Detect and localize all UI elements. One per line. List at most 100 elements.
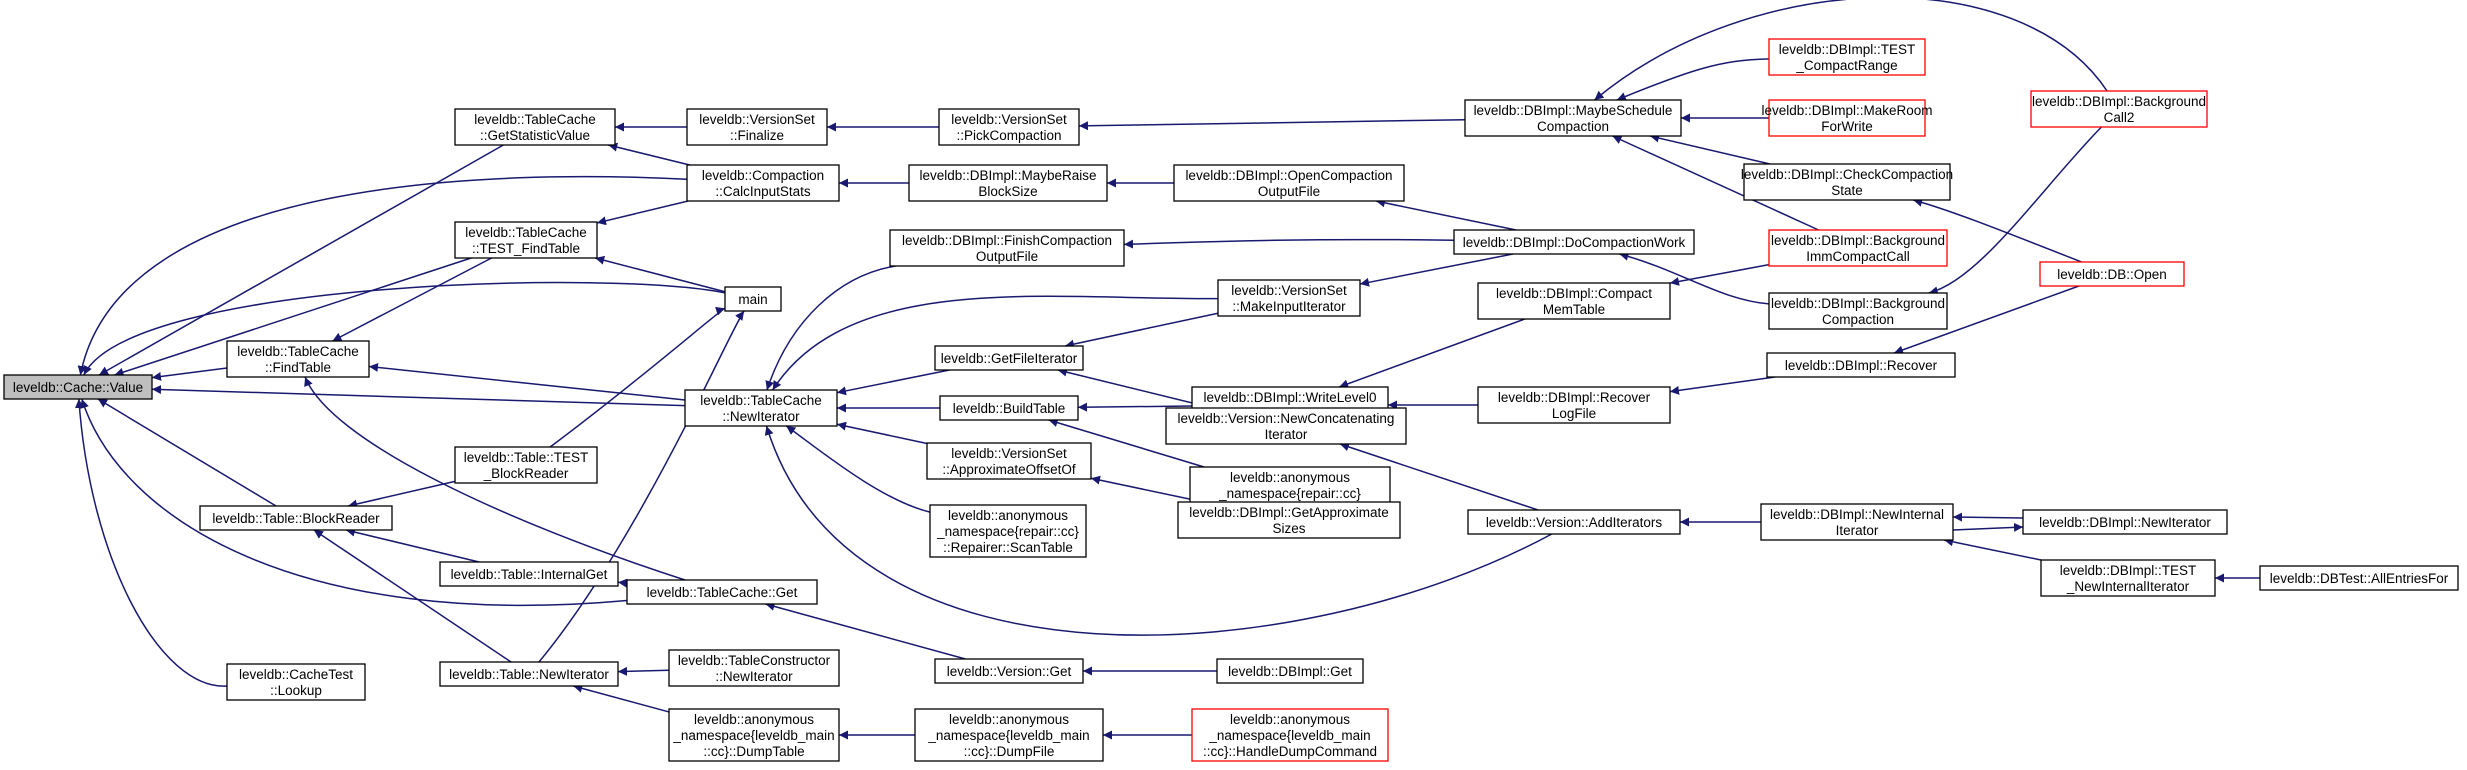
node-label: ::NewIterator: [722, 409, 800, 424]
edge-path: [617, 666, 670, 676]
graph-node-vs-pick[interactable]: leveldb::VersionSet::PickCompaction: [938, 108, 1080, 146]
node-label: leveldb::DBImpl::CheckCompaction: [1741, 167, 1953, 182]
node-box: [1768, 38, 1926, 76]
edge-path: [1943, 537, 2042, 561]
graph-node-dbtest-allentries[interactable]: leveldb::DBTest::AllEntriesFor: [2259, 565, 2459, 591]
node-label: leveldb::Table::TEST: [464, 450, 589, 465]
call-edge: [1928, 126, 2102, 296]
edge-path: [1339, 442, 1539, 511]
graph-node-db-get[interactable]: leveldb::DBImpl::Get: [1216, 658, 1364, 684]
node-box: [1768, 292, 1948, 330]
graph-node-comp-calc[interactable]: leveldb::Compaction::CalcInputStats: [686, 164, 840, 202]
graph-node-tc-testfind[interactable]: leveldb::TableCache::TEST_FindTable: [454, 221, 598, 259]
graph-node-tc-getstat[interactable]: leveldb::TableCache::GetStatisticValue: [454, 108, 616, 146]
node-box: [668, 708, 840, 762]
graph-node-db-newiter[interactable]: leveldb::DBImpl::NewIterator: [2022, 509, 2228, 535]
node-box: [1191, 708, 1389, 762]
call-edge: [538, 310, 745, 663]
graph-node-anon-scantable[interactable]: leveldb::anonymous_namespace{repair::cc}…: [929, 504, 1087, 558]
graph-node-tcons-newiter[interactable]: leveldb::TableConstructor::NewIterator: [668, 649, 840, 687]
graph-node-main[interactable]: main: [724, 286, 782, 312]
graph-node-v-newconcat[interactable]: leveldb::Version::NewConcatenatingIterat…: [1165, 407, 1407, 445]
graph-node-version-get[interactable]: leveldb::Version::Get: [934, 658, 1084, 684]
graph-node-vs-finalize[interactable]: leveldb::VersionSet::Finalize: [686, 108, 828, 146]
edge-path: [595, 255, 726, 293]
node-label: leveldb::DBImpl::MaybeSchedule: [1474, 103, 1673, 118]
graph-node-buildtable[interactable]: leveldb::BuildTable: [939, 395, 1079, 421]
node-box: [934, 345, 1084, 371]
graph-node-getfileiter[interactable]: leveldb::GetFileIterator: [934, 345, 1084, 371]
call-edge: [765, 602, 966, 660]
graph-node-t-blockreader[interactable]: leveldb::Table::BlockReader: [199, 505, 393, 531]
edge-path: [765, 265, 896, 391]
node-label: leveldb::VersionSet: [699, 112, 815, 127]
graph-node-cachetest-lookup[interactable]: leveldb::CacheTest::Lookup: [226, 663, 366, 701]
node-label: leveldb::TableConstructor: [678, 653, 831, 668]
node-box: [1760, 503, 1954, 541]
graph-node-anon-dumpfile[interactable]: leveldb::anonymous_namespace{leveldb_mai…: [914, 708, 1104, 762]
node-label: leveldb::anonymous: [948, 508, 1068, 523]
graph-node-db-opencomp[interactable]: leveldb::DBImpl::OpenCompactionOutputFil…: [1173, 164, 1405, 202]
edge-path: [1057, 367, 1213, 409]
graph-node-t-internalget[interactable]: leveldb::Table::InternalGet: [439, 561, 619, 587]
node-label: leveldb::TableCache::Get: [647, 585, 798, 600]
edge-path: [83, 281, 726, 376]
edge-path: [77, 175, 688, 376]
call-edge: [1359, 253, 1514, 287]
node-label: leveldb::TableCache: [465, 225, 587, 240]
graph-node-db-testcompactrange[interactable]: leveldb::DBImpl::TEST_CompactRange: [1768, 38, 1926, 76]
graph-node-db-docomp[interactable]: leveldb::DBImpl::DoCompactionWork: [1453, 229, 1695, 255]
node-box: [1165, 407, 1407, 445]
node-box: [439, 661, 619, 687]
node-label: leveldb::GetFileIterator: [941, 351, 1078, 366]
call-edge: [114, 257, 472, 377]
call-edge: [1893, 285, 2080, 355]
edge-path: [1338, 318, 1526, 389]
node-label: ::MakeInputIterator: [1232, 299, 1346, 314]
graph-node-anon-dumptable[interactable]: leveldb::anonymous_namespace{leveldb_mai…: [668, 708, 840, 762]
graph-node-db-open[interactable]: leveldb::DB::Open: [2039, 261, 2185, 287]
graph-node-db-finishcomp[interactable]: leveldb::DBImpl::FinishCompactionOutputF…: [889, 229, 1125, 267]
graph-node-db-recover[interactable]: leveldb::DBImpl::Recover: [1766, 352, 1956, 378]
graph-node-db-newinternal[interactable]: leveldb::DBImpl::NewInternalIterator: [1760, 503, 1954, 541]
node-label: leveldb::DBImpl::MaybeRaise: [919, 168, 1096, 183]
node-label: Call2: [2104, 110, 2135, 125]
graph-node-tc-get[interactable]: leveldb::TableCache::Get: [626, 579, 818, 605]
edge-path: [1952, 512, 2024, 522]
graph-node-anon-handledump[interactable]: leveldb::anonymous_namespace{leveldb_mai…: [1191, 708, 1389, 762]
node-label: ImmCompactCall: [1806, 249, 1910, 264]
edge-path: [608, 142, 690, 166]
graph-node-cache-value[interactable]: leveldb::Cache::Value: [3, 374, 153, 400]
graph-node-v-additers[interactable]: leveldb::Version::AddIterators: [1467, 509, 1681, 535]
node-label: _BlockReader: [483, 466, 569, 481]
graph-node-t-testblock[interactable]: leveldb::Table::TEST_BlockReader: [454, 446, 598, 484]
node-label: ::cc}::DumpFile: [964, 744, 1055, 759]
edge-path: [304, 376, 686, 581]
call-edge: [836, 421, 928, 445]
graph-node-vs-makeinput[interactable]: leveldb::VersionSet::MakeInputIterator: [1217, 279, 1361, 317]
graph-node-tc-findtable[interactable]: leveldb::TableCache::FindTable: [226, 340, 370, 378]
call-edge: [1057, 367, 1213, 409]
edge-path: [1359, 253, 1514, 287]
graph-node-db-testnewinternal[interactable]: leveldb::DBImpl::TEST_NewInternalIterato…: [2040, 559, 2216, 597]
graph-node-db-bgimm[interactable]: leveldb::DBImpl::BackgroundImmCompactCal…: [1768, 229, 1948, 267]
graph-node-vs-approx[interactable]: leveldb::VersionSet::ApproximateOffsetOf: [926, 442, 1092, 480]
node-label: _CompactRange: [1795, 58, 1897, 73]
graph-node-tc-newiter[interactable]: leveldb::TableCache::NewIterator: [684, 389, 838, 427]
node-label: leveldb::TableCache: [474, 112, 596, 127]
graph-node-t-newiter[interactable]: leveldb::Table::NewIterator: [439, 661, 619, 687]
call-edge: [549, 306, 726, 448]
call-edge: [1077, 402, 1193, 412]
node-label: leveldb::DBImpl::Recover: [1498, 390, 1651, 405]
call-edge: [1338, 318, 1526, 389]
call-edge: [1952, 522, 2024, 532]
